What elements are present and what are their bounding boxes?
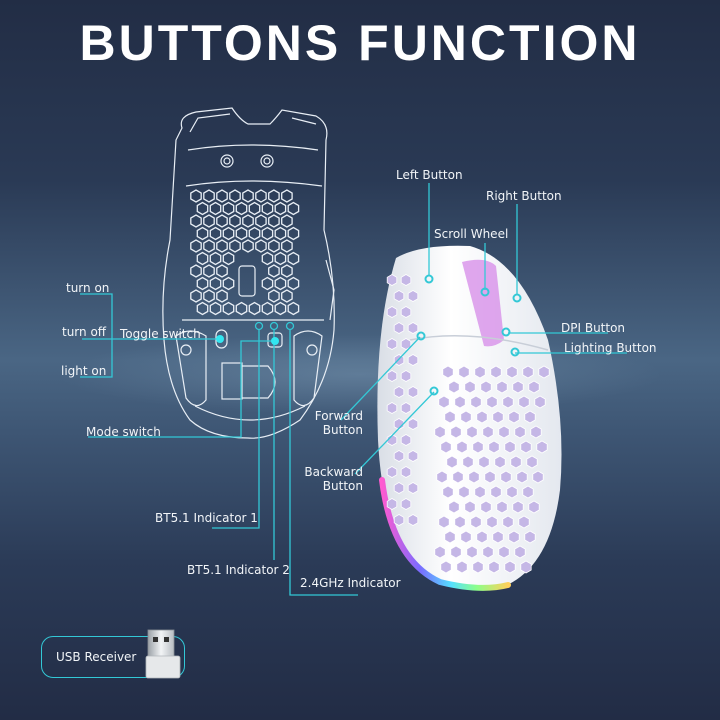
- toggle-switch-dot: [216, 335, 224, 343]
- label-bt-indicator-2: BT5.1 Indicator 2: [187, 563, 290, 577]
- usb-dongle-icon: [145, 629, 181, 679]
- label-turn-on: turn on: [66, 281, 110, 295]
- label-lighting-button: Lighting Button: [564, 341, 657, 355]
- page-title: BUTTONS FUNCTION: [79, 15, 641, 71]
- label-light-on: light on: [61, 364, 107, 378]
- label-bt-indicator-1: BT5.1 Indicator 1: [155, 511, 258, 525]
- usb-receiver-box: USB Receiver: [41, 636, 185, 678]
- label-toggle-switch: Toggle switch: [120, 327, 201, 341]
- label-turn-off: turn off: [62, 325, 107, 339]
- label-left-button: Left Button: [396, 168, 463, 182]
- label-dpi-button: DPI Button: [561, 321, 626, 335]
- label-right-button: Right Button: [486, 189, 562, 203]
- usb-receiver-label: USB Receiver: [56, 650, 137, 664]
- label-24ghz-indicator: 2.4GHz Indicator: [300, 576, 401, 590]
- mode-switch-dot: [271, 337, 279, 345]
- label-scroll-wheel: Scroll Wheel: [434, 227, 509, 241]
- label-mode-switch: Mode switch: [86, 425, 161, 439]
